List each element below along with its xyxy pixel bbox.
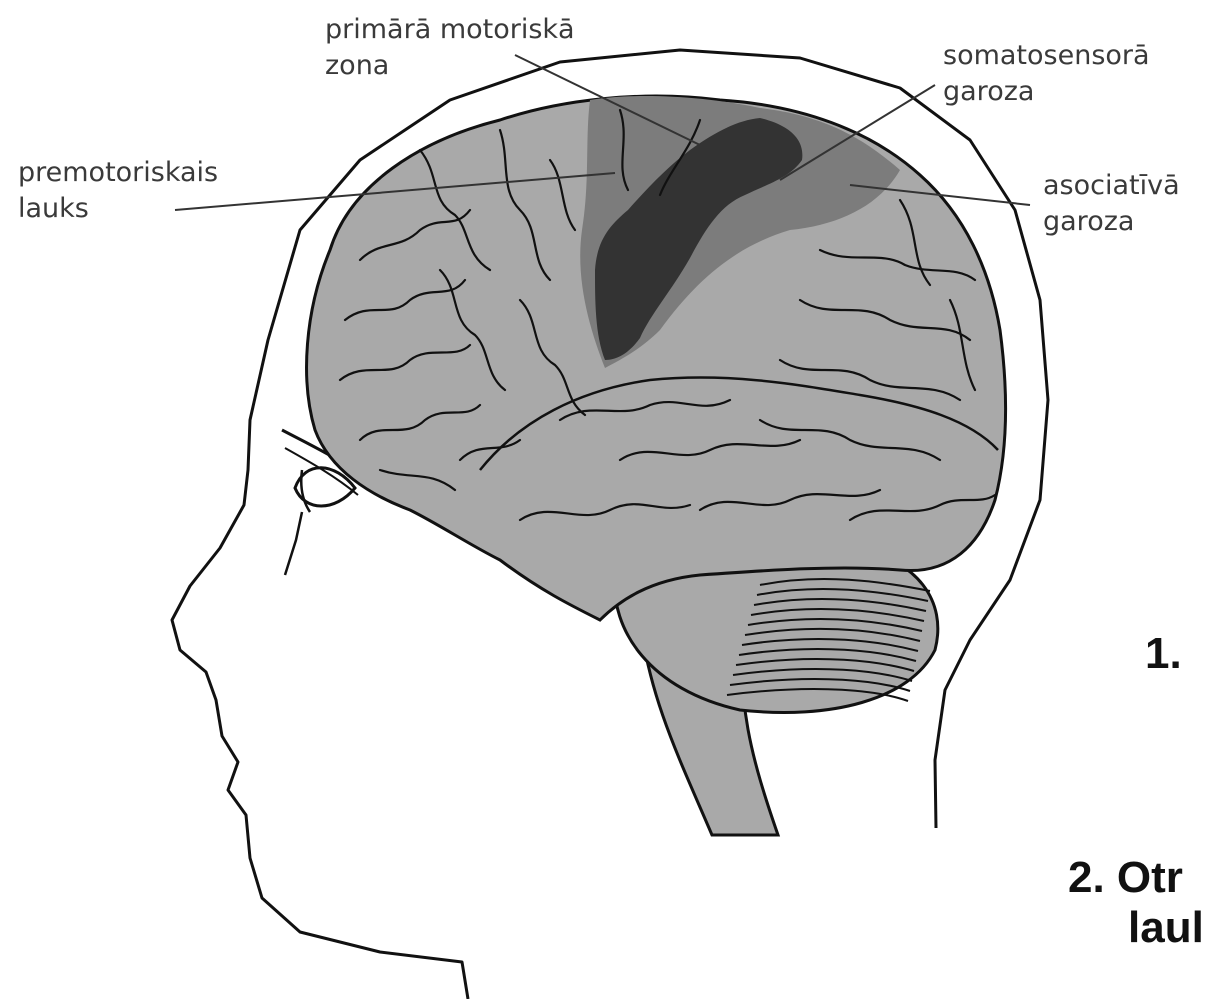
list-item-2-line1: 2. Otr (1068, 852, 1183, 904)
label-premotor-line1: premotoriskais (18, 155, 218, 191)
label-premotor: premotoriskais lauks (18, 155, 218, 227)
label-somatosensory-line2: garoza (943, 74, 1150, 110)
label-primary-motor-line1: primārā motoriskā (325, 12, 575, 48)
label-primary-motor-line2: zona (325, 48, 575, 84)
label-somatosensory-line1: somatosensorā (943, 38, 1150, 74)
label-primary-motor: primārā motoriskā zona (325, 12, 575, 84)
label-association-line2: garoza (1043, 204, 1180, 240)
list-item-2-line2: laul (1128, 902, 1204, 954)
label-somatosensory: somatosensorā garoza (943, 38, 1150, 110)
label-association: asociatīvā garoza (1043, 168, 1180, 240)
label-premotor-line2: lauks (18, 191, 218, 227)
label-association-line1: asociatīvā (1043, 168, 1180, 204)
list-item-1: 1. (1145, 628, 1182, 680)
